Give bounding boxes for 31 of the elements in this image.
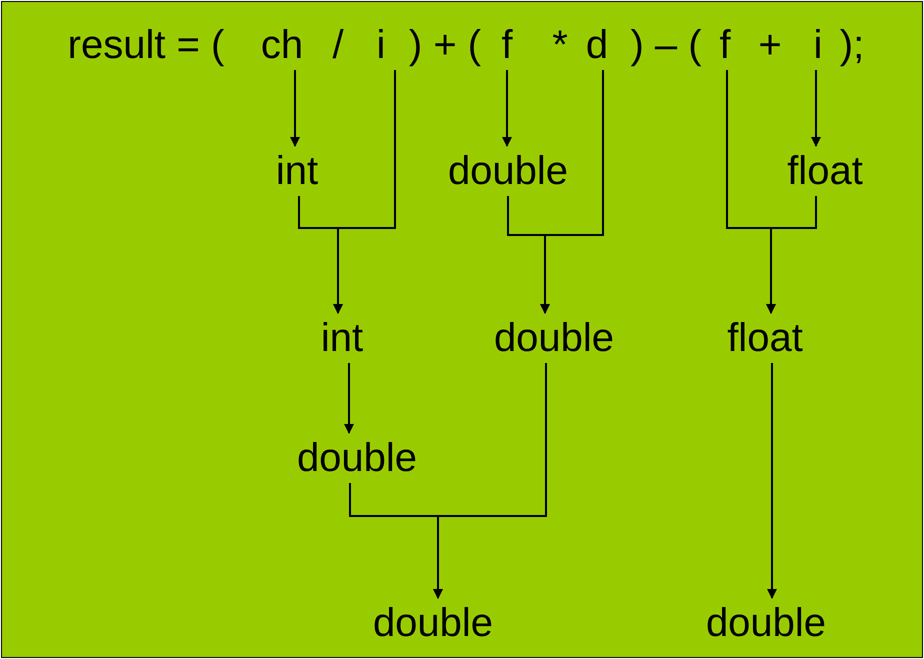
- operand-text: d: [586, 22, 608, 68]
- type-label: double: [372, 600, 494, 646]
- operand-text: i: [376, 22, 386, 68]
- arrow: [290, 70, 300, 147]
- expression-text: ) – (: [630, 22, 702, 68]
- type-label: double: [448, 148, 568, 194]
- type-label: double: [494, 315, 614, 361]
- expression-text: *: [552, 22, 568, 68]
- operand-text: ch: [260, 22, 304, 68]
- expression-text: result = (: [68, 22, 224, 68]
- arrow: [344, 363, 354, 434]
- arrow: [811, 70, 821, 147]
- type-label: float: [727, 315, 803, 361]
- expression-text: );: [840, 22, 864, 68]
- type-label: double: [296, 435, 418, 481]
- expression-text: ) + (: [408, 22, 482, 68]
- arrow: [502, 70, 512, 147]
- arrow: [333, 70, 396, 314]
- arrow: [766, 196, 817, 314]
- type-label: double: [706, 600, 826, 646]
- expression-text: /: [332, 22, 344, 68]
- arrow: [433, 363, 547, 599]
- arrow: [767, 363, 777, 599]
- type-label: float: [787, 148, 863, 194]
- type-label: int: [320, 315, 364, 361]
- type-label: int: [276, 148, 318, 194]
- operand-text: i: [814, 22, 822, 68]
- arrow: [540, 70, 604, 314]
- operand-text: f: [719, 22, 731, 68]
- operand-text: f: [501, 22, 513, 68]
- expression-text: +: [758, 22, 782, 68]
